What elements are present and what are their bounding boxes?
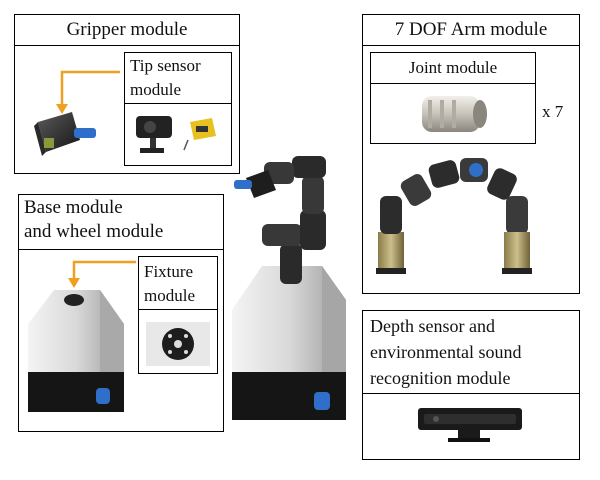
depth-title-line2: environmental sound xyxy=(370,342,522,362)
tip-sensor-label-line2: module xyxy=(130,80,181,99)
depth-title-box xyxy=(362,310,580,394)
fixture-label-line1: Fixture xyxy=(144,262,194,281)
base-title-box xyxy=(18,194,224,250)
joint-multiplier: x 7 xyxy=(542,102,564,121)
base-title-line1: Base module xyxy=(24,197,123,218)
joint-title-box xyxy=(370,52,536,84)
fixture-label-line2: module xyxy=(144,286,195,305)
tip-sensor-camera-image xyxy=(136,116,172,153)
gripper-arrow xyxy=(56,70,120,114)
depth-sensor-image xyxy=(418,408,522,442)
base-device-image xyxy=(28,290,124,412)
arm-chain-image xyxy=(376,158,532,274)
base-title-line2: and wheel module xyxy=(24,221,164,242)
tip-sensor-laser-image xyxy=(183,118,216,151)
arm-title-box xyxy=(362,14,580,46)
depth-title-line3: recognition module xyxy=(370,368,511,388)
tip-sensor-label-box xyxy=(124,52,232,104)
gripper-device-image xyxy=(34,112,96,156)
base-arrow xyxy=(68,260,136,288)
fixture-label-box xyxy=(138,256,218,310)
joint-title: Joint module xyxy=(408,58,498,77)
gripper-title: Gripper module xyxy=(66,19,188,40)
fixture-image xyxy=(146,322,210,366)
assembled-robot-image xyxy=(232,156,346,420)
depth-title-line1: Depth sensor and xyxy=(370,316,495,336)
arm-title: 7 DOF Arm module xyxy=(394,19,548,40)
joint-module-image xyxy=(422,96,487,132)
gripper-title-box xyxy=(14,14,240,46)
tip-sensor-label-line1: Tip sensor xyxy=(130,56,201,75)
